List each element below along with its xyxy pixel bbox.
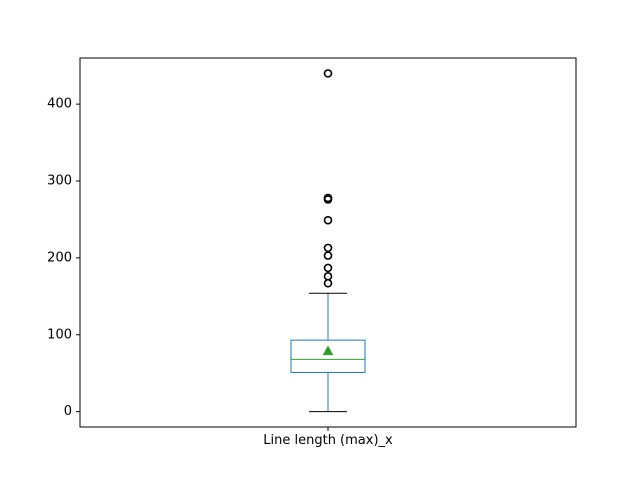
outlier-point	[323, 243, 333, 253]
y-tick-label: 100	[47, 327, 72, 342]
outlier-point	[323, 215, 333, 225]
outlier-point	[323, 69, 333, 78]
box-plot-group	[290, 69, 366, 413]
y-tick-label: 0	[64, 404, 72, 419]
y-tick-label: 300	[47, 174, 72, 189]
outlier-point	[323, 272, 333, 281]
iqr-box	[290, 339, 366, 373]
y-tick-label: 400	[47, 97, 72, 112]
y-tick-label: 200	[47, 250, 72, 265]
x-axis: Line length (max)_x	[263, 427, 393, 448]
outlier-point	[323, 193, 333, 203]
x-tick-label: Line length (max)_x	[263, 433, 393, 448]
outlier-point	[323, 263, 333, 273]
plot-area-frame	[79, 57, 577, 428]
mean-marker	[322, 345, 334, 356]
y-axis: 0 100 200 300 400	[47, 97, 80, 419]
